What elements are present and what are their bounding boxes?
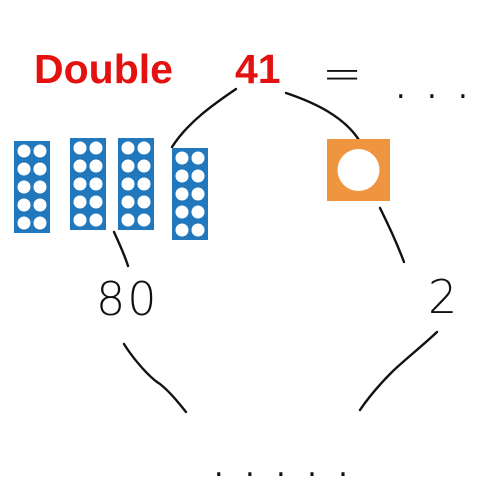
ten-frame-dot [73,159,87,173]
ten-frame-dot [121,141,135,155]
ten-frame-dot [175,223,189,237]
ones-part-label: 2 [428,270,458,324]
ten-frame-dot [73,141,87,155]
one-counter-dot [337,149,380,191]
ten-frame-dot [121,159,135,173]
sum-placeholder: . . . . . [214,449,354,484]
one-counter [327,139,390,201]
answer-placeholder: . . . [396,71,474,106]
ten-frame [118,138,154,230]
ten-frame [172,148,208,240]
ten-frame-dot [137,177,151,191]
ten-frame-dot [17,162,31,176]
ten-frame-dot [137,213,151,227]
ten-frame-dot [89,159,103,173]
one-counters [327,139,390,201]
ten-frame-dot [175,187,189,201]
ten-frame-dot [137,141,151,155]
ten-frame-dot [89,141,103,155]
title-double: Double [34,46,173,92]
ten-frame-dot [89,177,103,191]
line-tens-to-80 [112,230,130,268]
line-whole-to-ones [284,91,361,142]
line-whole-to-tens [170,87,238,149]
ten-frame-dot [89,195,103,209]
ten-frame-dot [191,169,205,183]
ten-frame-dot [17,180,31,194]
ten-frame [70,138,106,230]
ten-frame-dot [121,213,135,227]
line-80-to-result [122,342,188,414]
ten-frame-dot [33,180,47,194]
ten-frame-dot [17,216,31,230]
ten-frame-dot [191,205,205,219]
ten-frame-dot [33,216,47,230]
ten-frames [14,138,208,240]
ten-frame-dot [175,205,189,219]
ten-frame-dot [73,177,87,191]
ten-frame-dot [73,213,87,227]
tens-part-label: 80 [96,272,159,326]
ten-frame-dot [191,151,205,165]
ten-frame-dot [33,144,47,158]
ten-frame-dot [73,195,87,209]
ten-frame-dot [121,195,135,209]
equals-sign: = [322,46,363,102]
ten-frame-dot [33,198,47,212]
ten-frame-dot [121,177,135,191]
ten-frame-dot [137,159,151,173]
line-ones-to-2 [378,206,406,264]
title-number: 41 [235,46,281,92]
ten-frame [14,141,50,233]
ten-frame-dot [191,187,205,201]
ten-frame-dot [175,151,189,165]
ten-frame-dot [89,213,103,227]
ten-frame-dot [17,144,31,158]
ten-frame-dot [33,162,47,176]
ten-frame-dot [191,223,205,237]
ten-frame-dot [17,198,31,212]
ten-frame-dot [137,195,151,209]
line-2-to-result [358,330,439,412]
ten-frame-dot [175,169,189,183]
